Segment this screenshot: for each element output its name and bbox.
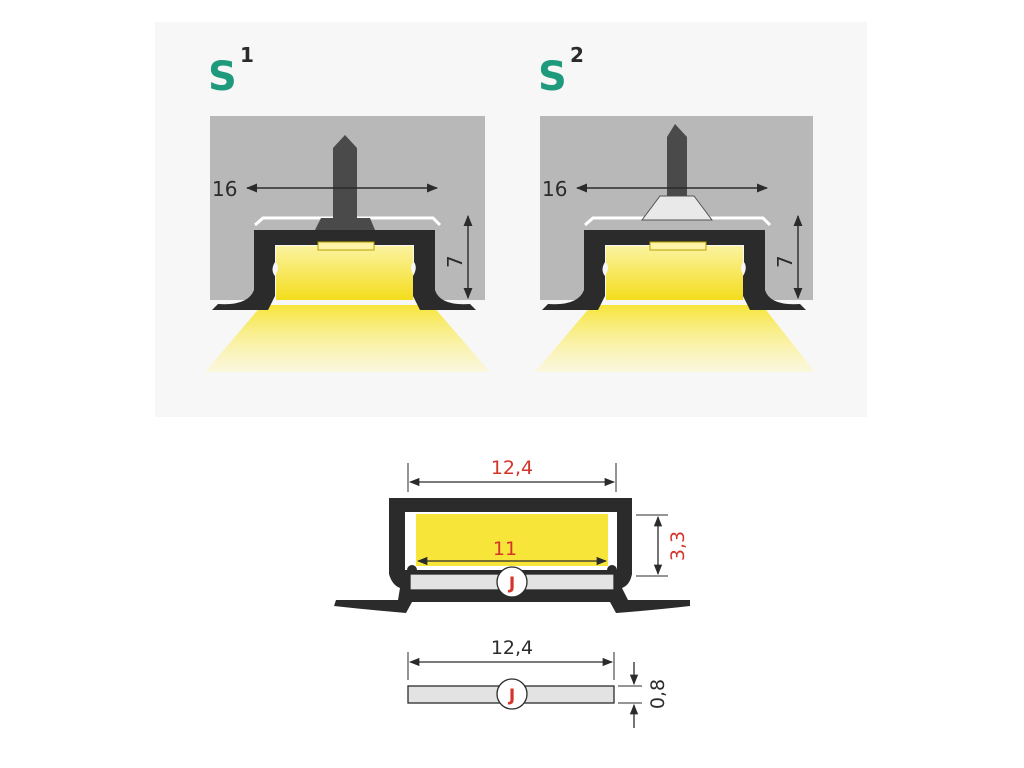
variant-s1: S 1 16 7 <box>205 43 490 372</box>
profile-clip-knob-right <box>607 565 617 575</box>
variant-s1-led-area <box>276 246 413 300</box>
profile-cover-badge-circle <box>496 566 528 598</box>
profile-cover-badge: J <box>508 574 515 594</box>
cover-section: 12,4 J 0,8 <box>407 637 669 728</box>
variant-s2-letter: S <box>538 54 567 100</box>
profile-inner-width-label: 11 <box>493 538 517 560</box>
variant-s2-index: 2 <box>570 43 584 67</box>
cover-badge: J <box>508 686 515 706</box>
variant-s1-led-strip <box>317 241 375 251</box>
variant-s1-profile <box>212 230 476 310</box>
profile-height-label: 3,3 <box>667 531 689 561</box>
profile-cross-section: 12,4 11 J 3,3 <box>334 457 690 613</box>
cover-thickness-label: 0,8 <box>647 679 669 709</box>
variant-s1-width-dim: 16 <box>212 177 237 201</box>
variant-s1-height-dim: 7 <box>443 255 467 268</box>
variant-s2-led-area <box>606 246 743 300</box>
variant-s1-index: 1 <box>240 43 254 67</box>
cover-badge-circle <box>496 678 528 710</box>
variant-s1-letter: S <box>208 54 237 100</box>
profile-outer-width-label: 12,4 <box>491 457 533 479</box>
cover-width-label: 12,4 <box>491 637 533 659</box>
variant-s2-profile <box>542 230 806 310</box>
variant-s1-light-beam <box>205 305 490 372</box>
variant-s2-light-beam <box>535 305 815 372</box>
variant-s2-height-dim: 7 <box>773 255 797 268</box>
variant-s2-width-dim: 16 <box>542 177 567 201</box>
profile-clip-knob-left <box>407 565 417 575</box>
variant-s2-screw <box>667 124 687 196</box>
variant-s2: S 2 16 7 <box>535 43 815 372</box>
variant-s2-led-strip <box>649 241 707 251</box>
variant-s1-screw <box>315 135 375 230</box>
